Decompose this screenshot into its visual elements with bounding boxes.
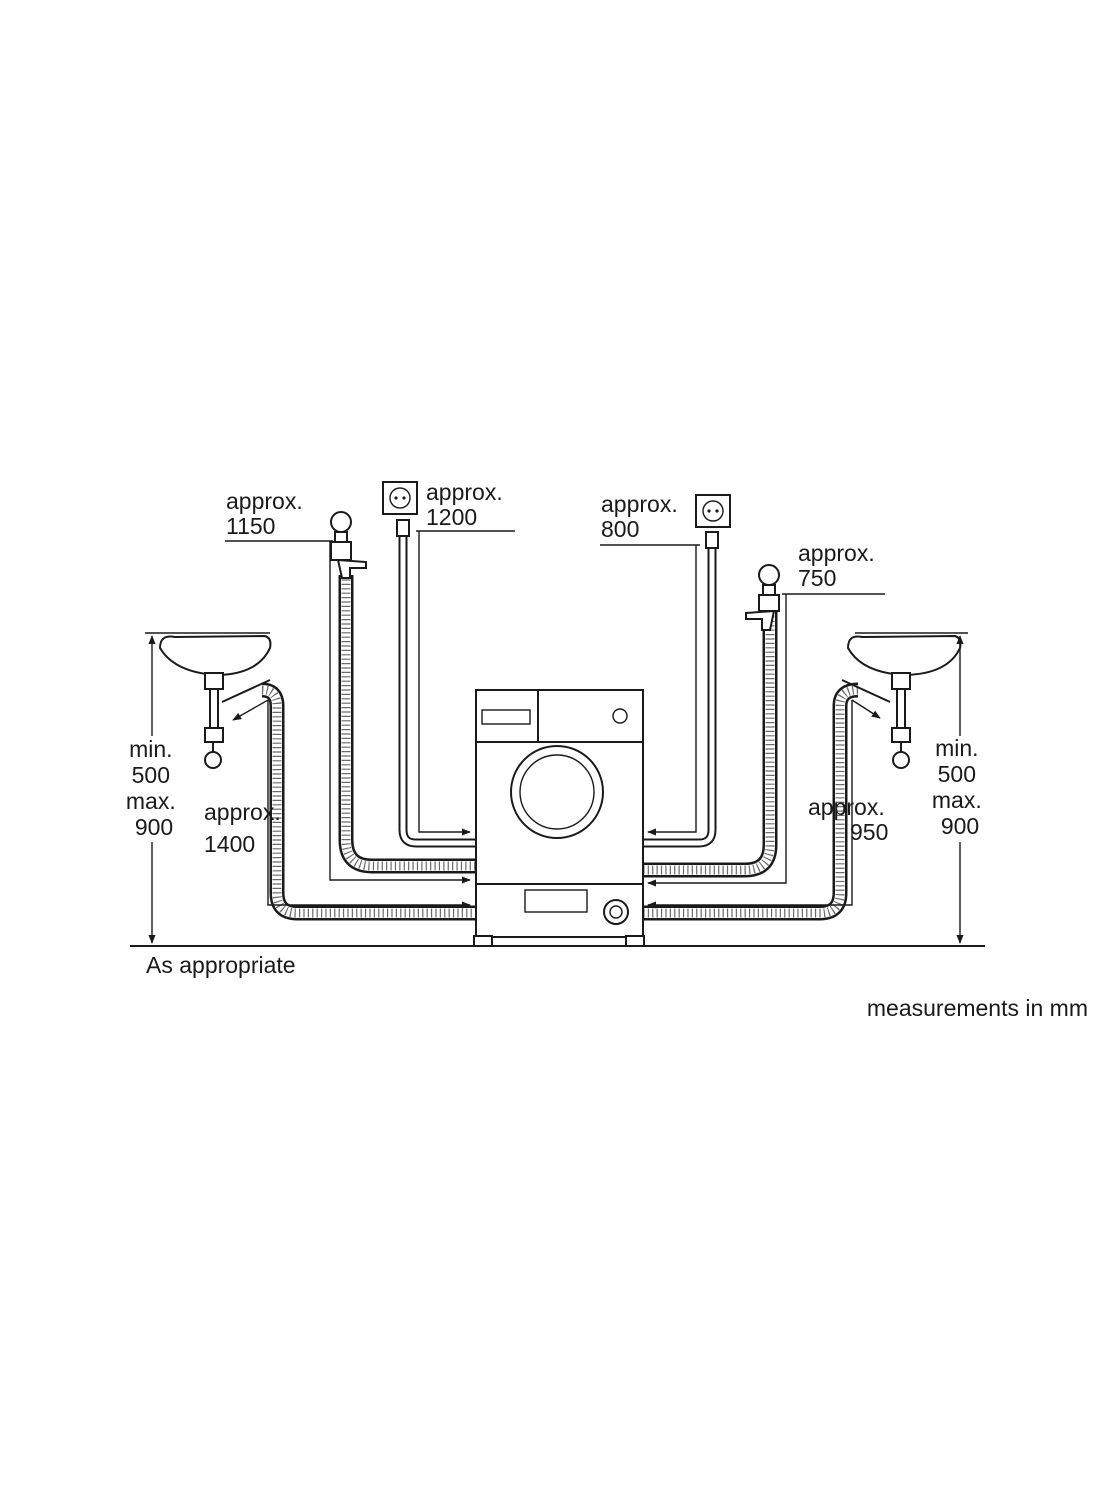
power-length-dimension-right [600, 544, 700, 836]
drain-hose-left [261, 682, 478, 921]
power-length-dimension-left [416, 530, 515, 836]
label-height-right: min. 500 max. 900 [932, 735, 988, 839]
water-tap-icon [330, 511, 367, 579]
label-power-right: approx. 800 [601, 491, 684, 542]
label-drain-left: approx. 1400 [204, 799, 287, 857]
drain-hose-right [642, 682, 859, 921]
label-power-left: approx. 1200 [426, 479, 509, 530]
power-socket-icon [695, 494, 731, 549]
power-cable-right [642, 548, 717, 848]
wash-basin-icon [841, 634, 962, 769]
inlet-length-dimension-right [647, 593, 885, 887]
label-floor-note: As appropriate [146, 952, 296, 978]
water-tap-icon [745, 564, 780, 631]
height-dimension-right [855, 632, 968, 944]
power-cable-left [398, 536, 478, 848]
inlet-hose-right [642, 612, 778, 878]
label-drain-right: approx. 950 [808, 794, 891, 845]
inlet-length-dimension-left [225, 540, 471, 884]
drain-length-dimension-right [647, 699, 881, 909]
height-dimension-left [145, 632, 270, 944]
inlet-hose-left [338, 575, 478, 874]
washing-machine-icon [473, 689, 645, 947]
power-socket-icon [382, 481, 418, 537]
label-height-left: min. 500 max. 900 [126, 736, 182, 840]
label-inlet-left: approx. 1150 [226, 488, 309, 539]
drain-length-dimension-left [232, 699, 471, 909]
label-units-note: measurements in mm [867, 995, 1088, 1021]
wash-basin-icon [158, 634, 272, 769]
label-inlet-right: approx. 750 [798, 540, 881, 591]
